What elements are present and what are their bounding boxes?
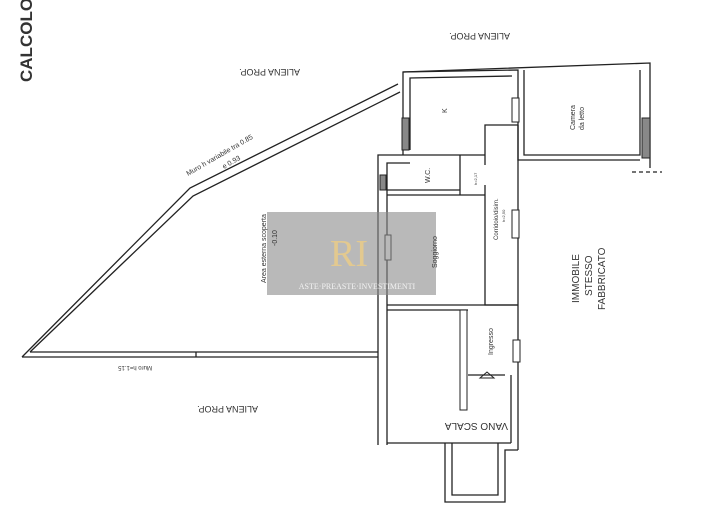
terrace-walls [21,83,401,358]
muro-variabile-label: Muro h variabile tra 0.85 [186,134,255,178]
room-entrance: Ingresso [488,328,495,355]
building-walls [377,62,662,503]
area-esterna-quota: -0.10 [272,230,279,246]
room-corridor: Corridoio/disim. [494,198,500,240]
room-bedroom-2: da letto [579,107,586,130]
title: CALCOLO [17,0,36,82]
room-wc: W.C. [425,168,432,183]
room-stairwell: VANO SCALA [445,420,508,431]
immobile-label-3: FABBRICATO [597,247,608,310]
muro-variabile-label-2: e 0.93 [222,155,242,171]
immobile-label-2: STESSO [584,255,595,296]
room-bedroom: Camera [570,105,577,130]
room-living: Soggiorno [432,236,439,268]
watermark-text: ASTE·PREASTE·INVESTIMENTI [299,282,416,291]
aliena-prop-left: ALIENA PROP. [239,67,300,77]
aliena-prop-top: ALIENA PROP. [449,31,510,41]
room-kitchen: K [442,108,449,113]
muro-basso-label: Muro h=1.15 [117,364,152,370]
watermark: RI ASTE·PREASTE·INVESTIMENTI [267,212,436,295]
aliena-prop-bottom: ALIENA PROP. [197,404,258,414]
corridor-height: h=2,50 [501,209,506,222]
watermark-logo: RI [330,233,368,275]
area-esterna-label: Area esterna scoperta [261,214,268,283]
immobile-label: IMMOBILE [571,254,582,303]
closet-height: h=2,17 [473,172,478,185]
